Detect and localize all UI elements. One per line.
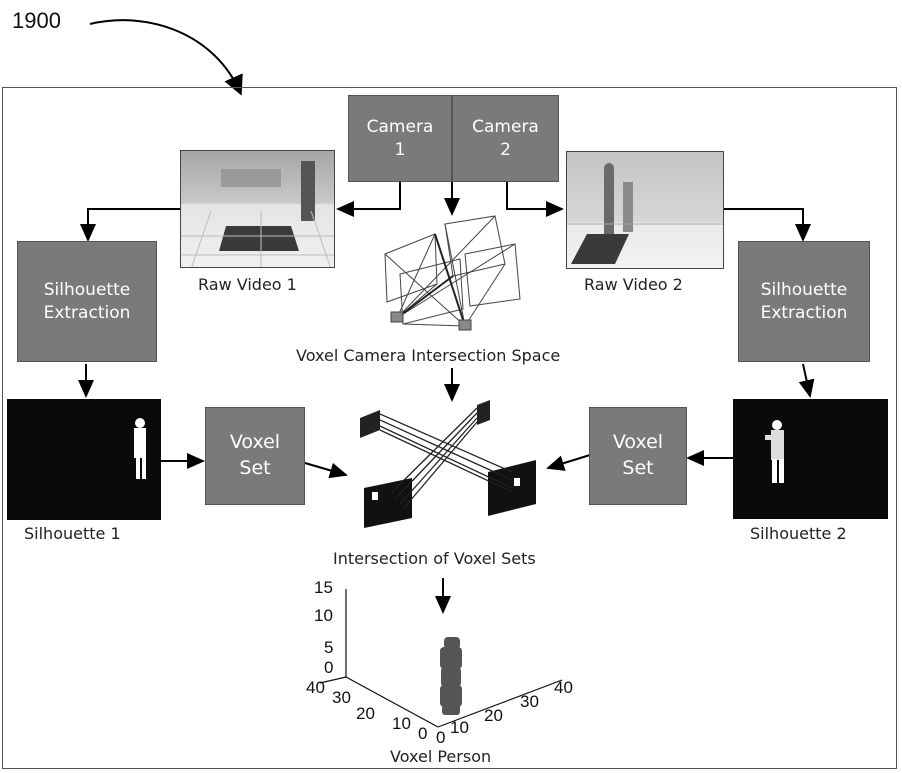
voxel-set-right-label: Voxel Set [612, 431, 664, 479]
x-tick-40: 40 [554, 678, 573, 697]
figure-pointer-arrow [89, 19, 243, 96]
y-tick-0: 0 [418, 724, 427, 743]
z-tick-5: 5 [324, 638, 333, 657]
x-tick-30: 30 [520, 692, 539, 711]
camera-1-label: Camera 1 [366, 116, 434, 160]
y-tick-40: 40 [306, 678, 325, 697]
x-tick-10: 10 [450, 718, 469, 737]
voxel-camera-space-caption: Voxel Camera Intersection Space [296, 346, 561, 365]
raw-video-2-caption: Raw Video 2 [584, 275, 683, 294]
silhouette-extraction-right-box: Silhouette Extraction [738, 241, 870, 362]
voxel-set-right-box: Voxel Set [589, 407, 687, 505]
silhouette-2-figure [765, 420, 784, 483]
silhouette-1-figure [134, 418, 146, 479]
y-tick-20: 20 [356, 704, 375, 723]
raw-video-2-image [566, 151, 724, 269]
z-tick-0: 0 [324, 658, 333, 677]
silhouette-extraction-left-label: Silhouette Extraction [43, 279, 131, 323]
silhouette-2-caption: Silhouette 2 [750, 524, 847, 543]
raw-video-1-caption: Raw Video 1 [198, 275, 297, 294]
voxel-set-left-label: Voxel Set [229, 431, 281, 479]
z-tick-15: 15 [314, 578, 333, 597]
figure-number: 1900 [12, 8, 61, 33]
camera-1-box: Camera 1 [348, 95, 452, 182]
raw-video-2-scene [567, 163, 723, 264]
camera-2-label: Camera 2 [472, 116, 539, 160]
x-tick-20: 20 [484, 706, 503, 725]
y-tick-30: 30 [332, 688, 351, 707]
y-tick-10: 10 [392, 714, 411, 733]
plot-axes [319, 589, 563, 728]
silhouette-2-image [733, 399, 888, 519]
voxel-camera-space-diagram [384, 215, 521, 331]
intersection-diagram [360, 400, 536, 528]
silhouette-extraction-left-box: Silhouette Extraction [17, 241, 157, 362]
silhouette-extraction-right-label: Silhouette Extraction [760, 279, 848, 323]
raw-video-1-image [180, 150, 335, 268]
voxel-set-left-box: Voxel Set [205, 407, 305, 505]
intersection-caption: Intersection of Voxel Sets [333, 549, 536, 568]
voxel-person-caption: Voxel Person [390, 747, 492, 766]
voxel-person-plot: 15 10 5 0 40 30 20 10 0 0 10 20 30 40 [306, 578, 573, 747]
silhouette-1-caption: Silhouette 1 [24, 524, 121, 543]
silhouette-1-image [7, 399, 161, 520]
voxel-person-body [440, 637, 462, 715]
raw-video-1-scene [181, 161, 334, 267]
x-tick-0: 0 [436, 728, 445, 747]
figure-frame [2, 87, 897, 769]
camera-2-box: Camera 2 [452, 95, 559, 182]
z-tick-10: 10 [314, 606, 333, 625]
